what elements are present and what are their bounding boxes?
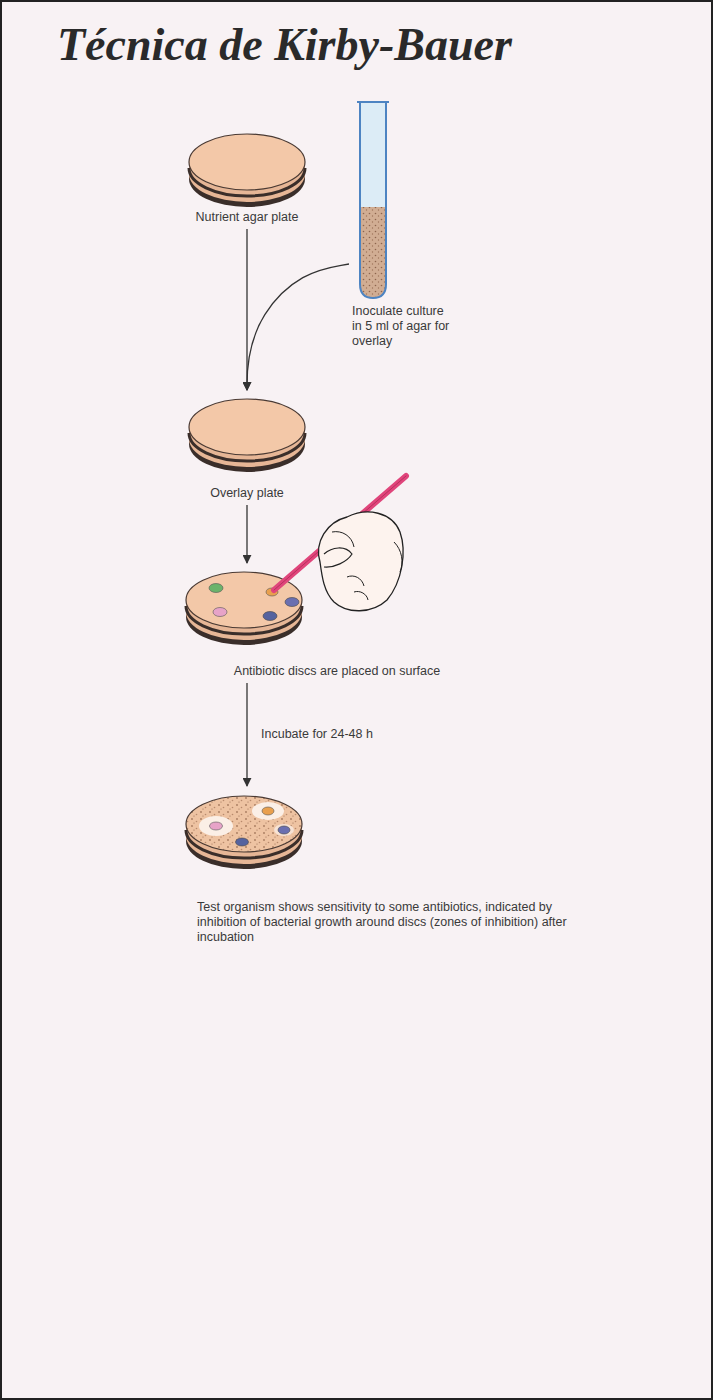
flow-arrow: [246, 505, 247, 563]
hand-with-forceps: [274, 476, 406, 611]
petri-dish: [189, 399, 305, 472]
plate-stage: Test organism shows sensitivity to some …: [197, 790, 577, 945]
inhibition-zone: [210, 822, 223, 830]
inhibition-zone: [252, 802, 284, 820]
step-caption: Overlay plate: [177, 486, 317, 501]
antibiotic-disc: [263, 612, 277, 621]
inhibition-zone: [278, 826, 290, 834]
flow-arrow: [246, 683, 247, 786]
inhibition-zone: [199, 816, 233, 836]
hand-with-forceps: [394, 542, 402, 572]
step-caption: Antibiotic discs are placed on surface: [187, 664, 487, 679]
test-tube: [357, 101, 389, 103]
plate-stage: Overlay plate: [177, 394, 317, 501]
hand-with-forceps: [324, 548, 352, 567]
hand-with-forceps: [347, 576, 364, 586]
antibiotic-disc: [209, 584, 223, 593]
step-caption: Test organism shows sensitivity to some …: [197, 900, 577, 945]
plate-stage: Nutrient agar plate: [177, 130, 317, 225]
edge-label: Incubate for 24-48 h: [261, 727, 373, 741]
inhibition-zone: [236, 838, 249, 846]
petri-dish: [186, 796, 302, 869]
inhibition-zone: [199, 802, 294, 846]
diagram-title: Técnica de Kirby-Bauer: [57, 18, 512, 71]
plate-stage: Antibiotic discs are placed on surface: [187, 567, 487, 679]
inhibition-zone: [262, 807, 274, 815]
petri-dish: [186, 796, 302, 852]
step-caption: Inoculate culture in 5 ml of agar for ov…: [352, 304, 452, 349]
hand-with-forceps: [354, 591, 368, 600]
petri-dish: [189, 134, 305, 207]
antibiotic-disc: [213, 608, 227, 617]
step-caption: Nutrient agar plate: [177, 210, 317, 225]
petri-dish: [189, 399, 305, 472]
hand-with-forceps: [319, 512, 404, 611]
test-tube: [360, 102, 386, 298]
inhibition-zone: [274, 824, 294, 836]
antibiotic-disc: [209, 584, 299, 621]
antibiotic-disc: [285, 598, 299, 607]
test-tube: [357, 102, 389, 298]
test-tube: [360, 102, 386, 298]
flow-arrow: [247, 264, 349, 390]
hand-with-forceps: [332, 532, 354, 547]
petri-dish: [189, 134, 305, 207]
culture-tube: Inoculate culture in 5 ml of agar for ov…: [352, 97, 452, 349]
test-tube: [360, 207, 386, 298]
